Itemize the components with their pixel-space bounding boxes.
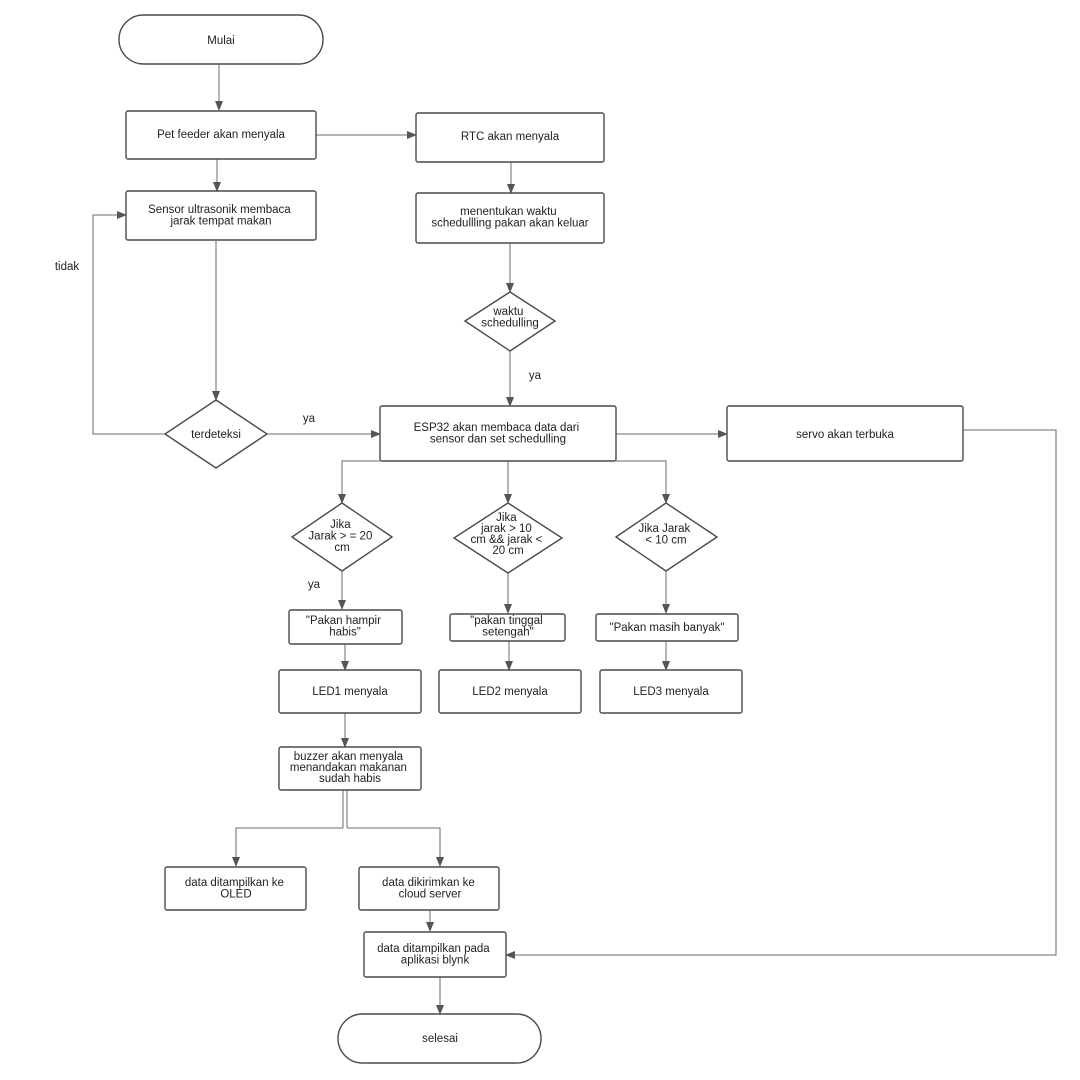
- decision-terdeteksi: terdeteksi: [163, 399, 269, 469]
- decision-waktu-label: waktu schedulling: [481, 306, 539, 330]
- process-msg-setengah-label: "pakan tinggal setengah": [470, 615, 546, 639]
- end-terminal-label: selesai: [422, 1033, 458, 1045]
- process-oled: data ditampilkan ke OLED: [164, 866, 307, 911]
- process-buzzer: buzzer akan menyala menandakan makanan s…: [278, 746, 422, 791]
- process-esp32-label: ESP32 akan membaca data dari sensor dan …: [414, 422, 583, 446]
- decision-jarak-10-label: Jika Jarak < 10 cm: [639, 523, 694, 547]
- arrow-servo-to-blynk: [505, 429, 1057, 959]
- process-led2-label: LED2 menyala: [472, 686, 548, 698]
- arrow-esp32-to-cond20: [338, 460, 380, 504]
- process-sensor-label: Sensor ultrasonik membaca jarak tempat m…: [148, 204, 294, 228]
- process-msg-habis: "Pakan hampir habis": [288, 609, 403, 645]
- decision-terdeteksi-label: terdeteksi: [191, 429, 241, 441]
- decision-jarak-10-20-label: Jika jarak > 10 cm && jarak < 20 cm: [470, 512, 545, 557]
- process-schedule-time-label: menentukan waktu schedullling pakan akan…: [431, 206, 588, 230]
- start-terminal: Mulai: [118, 14, 324, 65]
- process-blynk-label: data ditampilkan pada aplikasi blynk: [377, 943, 493, 967]
- process-schedule-time: menentukan waktu schedullling pakan akan…: [415, 192, 605, 244]
- process-sensor: Sensor ultrasonik membaca jarak tempat m…: [125, 190, 317, 241]
- process-pet-feeder-label: Pet feeder akan menyala: [157, 129, 285, 141]
- connector-buzzer-split: [342, 790, 348, 828]
- decision-jarak-10-20: Jika jarak > 10 cm && jarak < 20 cm: [452, 502, 564, 574]
- label-ya-waktu: ya: [529, 370, 542, 382]
- process-blynk: data ditampilkan pada aplikasi blynk: [363, 931, 507, 978]
- process-msg-banyak-label: "Pakan masih banyak": [610, 622, 725, 634]
- label-tidak: tidak: [55, 261, 80, 273]
- decision-waktu: waktu schedulling: [463, 291, 557, 352]
- process-led1: LED1 menyala: [278, 669, 422, 714]
- process-pet-feeder: Pet feeder akan menyala: [125, 110, 317, 160]
- label-ya-jarak20: ya: [308, 579, 321, 591]
- label-ya-terdeteksi: ya: [303, 413, 316, 425]
- decision-jarak-20-label: Jika Jarak > = 20 cm: [308, 519, 375, 554]
- process-msg-setengah: "pakan tinggal setengah": [449, 613, 566, 642]
- process-led2: LED2 menyala: [438, 669, 582, 714]
- process-msg-banyak: "Pakan masih banyak": [595, 613, 739, 642]
- arrow-tidak-loop-to-sensor: [92, 211, 165, 435]
- process-buzzer-label: buzzer akan menyala menandakan makanan s…: [290, 751, 410, 785]
- decision-jarak-10: Jika Jarak < 10 cm: [614, 502, 719, 572]
- process-servo: servo akan terbuka: [726, 405, 964, 462]
- process-led3: LED3 menyala: [599, 669, 743, 714]
- arrow-buzzer-to-oled: [232, 827, 343, 867]
- start-terminal-label: Mulai: [207, 35, 234, 47]
- process-msg-habis-label: "Pakan hampir habis": [306, 615, 384, 639]
- process-rtc-label: RTC akan menyala: [461, 131, 560, 143]
- process-oled-label: data ditampilkan ke OLED: [185, 877, 287, 901]
- process-led1-label: LED1 menyala: [312, 686, 388, 698]
- connectors: [92, 64, 1057, 1015]
- decision-jarak-20: Jika Jarak > = 20 cm: [290, 502, 394, 572]
- end-terminal: selesai: [337, 1013, 542, 1064]
- edge-labels: tidak ya ya ya: [55, 261, 542, 591]
- process-cloud-label: data dikirimkan ke cloud server: [382, 877, 478, 901]
- process-servo-label: servo akan terbuka: [796, 429, 894, 441]
- arrow-esp32-to-cond10: [616, 460, 670, 504]
- arrow-buzzer-to-cloud: [347, 827, 444, 867]
- process-led3-label: LED3 menyala: [633, 686, 709, 698]
- process-esp32: ESP32 akan membaca data dari sensor dan …: [379, 405, 617, 462]
- process-cloud: data dikirimkan ke cloud server: [358, 866, 500, 911]
- process-rtc: RTC akan menyala: [415, 112, 605, 163]
